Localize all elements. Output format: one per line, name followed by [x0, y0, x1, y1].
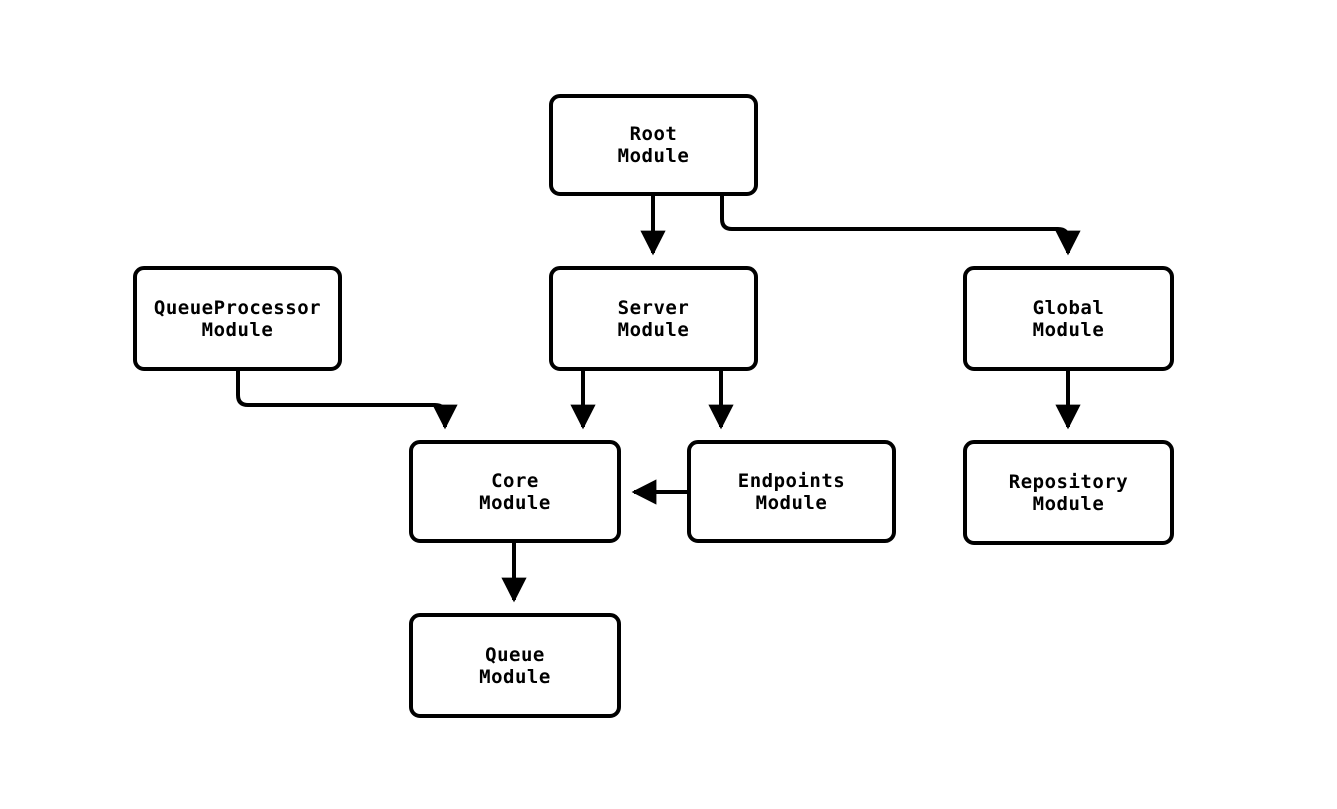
node-root-module[interactable]: Root Module: [549, 94, 758, 196]
edge-root-to-global: [720, 196, 1081, 256]
node-server-module[interactable]: Server Module: [549, 266, 758, 371]
node-global-module-label: Global Module: [1032, 296, 1105, 341]
node-endpoints-module-label: Endpoints Module: [737, 469, 846, 514]
node-endpoints-module[interactable]: Endpoints Module: [687, 440, 896, 543]
node-queue-module[interactable]: Queue Module: [409, 613, 621, 718]
node-queueprocessor-module-label: QueueProcessor Module: [153, 296, 322, 341]
node-server-module-label: Server Module: [617, 296, 690, 341]
node-queue-module-label: Queue Module: [479, 643, 551, 688]
node-root-module-label: Root Module: [617, 123, 690, 167]
node-repository-module[interactable]: Repository Module: [963, 440, 1174, 545]
node-core-module[interactable]: Core Module: [409, 440, 621, 543]
node-repository-module-label: Repository Module: [1008, 470, 1129, 515]
edge-queueprocessor-to-core: [236, 371, 458, 430]
node-core-module-label: Core Module: [479, 469, 551, 514]
node-global-module[interactable]: Global Module: [963, 266, 1174, 371]
node-queueprocessor-module[interactable]: QueueProcessor Module: [133, 266, 342, 371]
